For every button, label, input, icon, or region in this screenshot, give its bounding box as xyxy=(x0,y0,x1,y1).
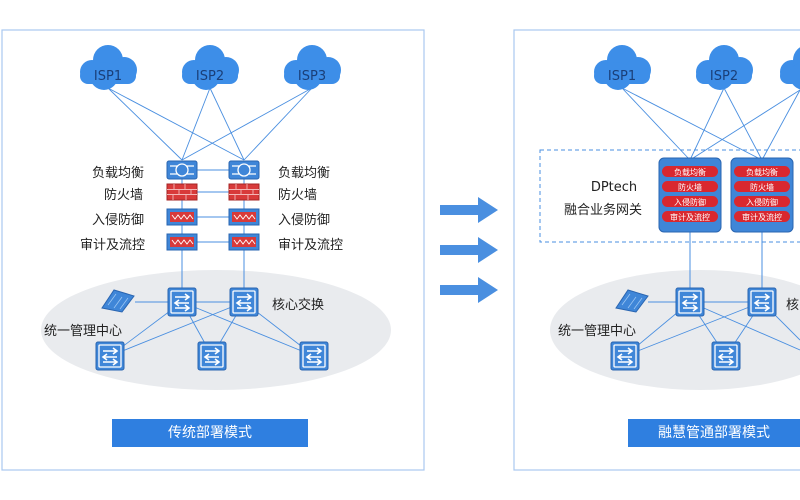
ips-label-right: 入侵防御 xyxy=(278,213,331,228)
pill-label: 入侵防御 xyxy=(674,197,706,207)
access-switch-icon xyxy=(95,341,125,371)
right-isp1-label: ISP1 xyxy=(608,69,636,84)
load-balance-label-right: 负载均衡 xyxy=(278,166,331,181)
right-gateway-links xyxy=(689,230,763,288)
right-management-center-label: 统一管理中心 xyxy=(558,324,637,339)
left-isp2-label: ISP2 xyxy=(196,69,224,84)
pill-label: 负载均衡 xyxy=(674,167,706,177)
firewall-icon xyxy=(166,183,198,201)
left-wan-links xyxy=(107,87,313,161)
pill-firewall xyxy=(734,181,790,192)
pill-firewall xyxy=(662,181,718,192)
pill-ips xyxy=(734,196,790,207)
right-panel-frame xyxy=(513,29,800,471)
gateway-dashed-box xyxy=(539,149,800,243)
pill-label: 入侵防御 xyxy=(746,197,778,207)
core-switch-label: 核心交换 xyxy=(272,298,325,313)
audit-flow-icon xyxy=(228,233,260,251)
access-switch-icon xyxy=(299,341,329,371)
core-switch-label-partial: 核 xyxy=(786,298,800,313)
arrow-right-icon xyxy=(440,237,498,263)
right-panel: ISP1 ISP2 负载均衡 防火墙 入侵防御 审计及流控 负载均衡 防火墙 入… xyxy=(513,29,800,471)
right-wan-links xyxy=(621,87,800,161)
left-isp1-label: ISP1 xyxy=(94,69,122,84)
left-panel: ISP1 ISP2 ISP3 xyxy=(1,29,425,471)
firewall-label-right: 防火墙 xyxy=(278,188,318,203)
audit-flow-icon xyxy=(166,233,198,251)
firewall-label: 防火墙 xyxy=(104,188,144,203)
access-switch-icon xyxy=(197,341,227,371)
gateway-device-1: 负载均衡 防火墙 入侵防御 审计及流控 xyxy=(658,157,722,233)
right-isp2-label: ISP2 xyxy=(710,69,738,84)
transition-arrows xyxy=(440,197,498,303)
load-balance-label: 负载均衡 xyxy=(92,166,145,181)
left-panel-frame xyxy=(1,29,425,471)
access-switch-icon xyxy=(610,341,640,371)
pill-audit xyxy=(662,211,718,222)
ips-label: 入侵防御 xyxy=(92,213,145,228)
management-center-label: 统一管理中心 xyxy=(44,324,123,339)
left-isp3-label: ISP3 xyxy=(298,69,326,84)
access-switch-icon xyxy=(711,341,741,371)
arrow-right-icon xyxy=(440,277,498,303)
gateway-brand-label: DPtech xyxy=(590,180,638,195)
audit-flow-label: 审计及流控 xyxy=(80,238,146,253)
pill-label: 审计及流控 xyxy=(742,212,782,222)
converged-mode-caption: 融慧管通部署模式 xyxy=(628,419,800,447)
arrow-right-icon xyxy=(440,197,498,223)
pill-audit xyxy=(734,211,790,222)
pill-label: 审计及流控 xyxy=(670,212,710,222)
load-balancer-icon xyxy=(166,160,198,180)
load-balancer-icon xyxy=(228,160,260,180)
core-switch-icon xyxy=(675,287,705,317)
pill-label: 防火墙 xyxy=(678,182,702,192)
core-switch-icon xyxy=(747,287,777,317)
pill-label: 防火墙 xyxy=(750,182,774,192)
ips-icon xyxy=(228,208,260,226)
traditional-mode-caption: 传统部署模式 xyxy=(112,419,308,447)
pill-load-balance xyxy=(662,166,718,177)
ips-icon xyxy=(166,208,198,226)
pill-ips xyxy=(662,196,718,207)
core-switch-icon xyxy=(167,287,197,317)
pill-label: 负载均衡 xyxy=(746,167,778,177)
core-switch-icon xyxy=(229,287,259,317)
audit-flow-label-right: 审计及流控 xyxy=(278,238,344,253)
firewall-icon xyxy=(228,183,260,201)
pill-load-balance xyxy=(734,166,790,177)
gateway-device-2: 负载均衡 防火墙 入侵防御 审计及流控 xyxy=(730,157,794,233)
gateway-subtitle-label: 融合业务网关 xyxy=(564,203,643,218)
